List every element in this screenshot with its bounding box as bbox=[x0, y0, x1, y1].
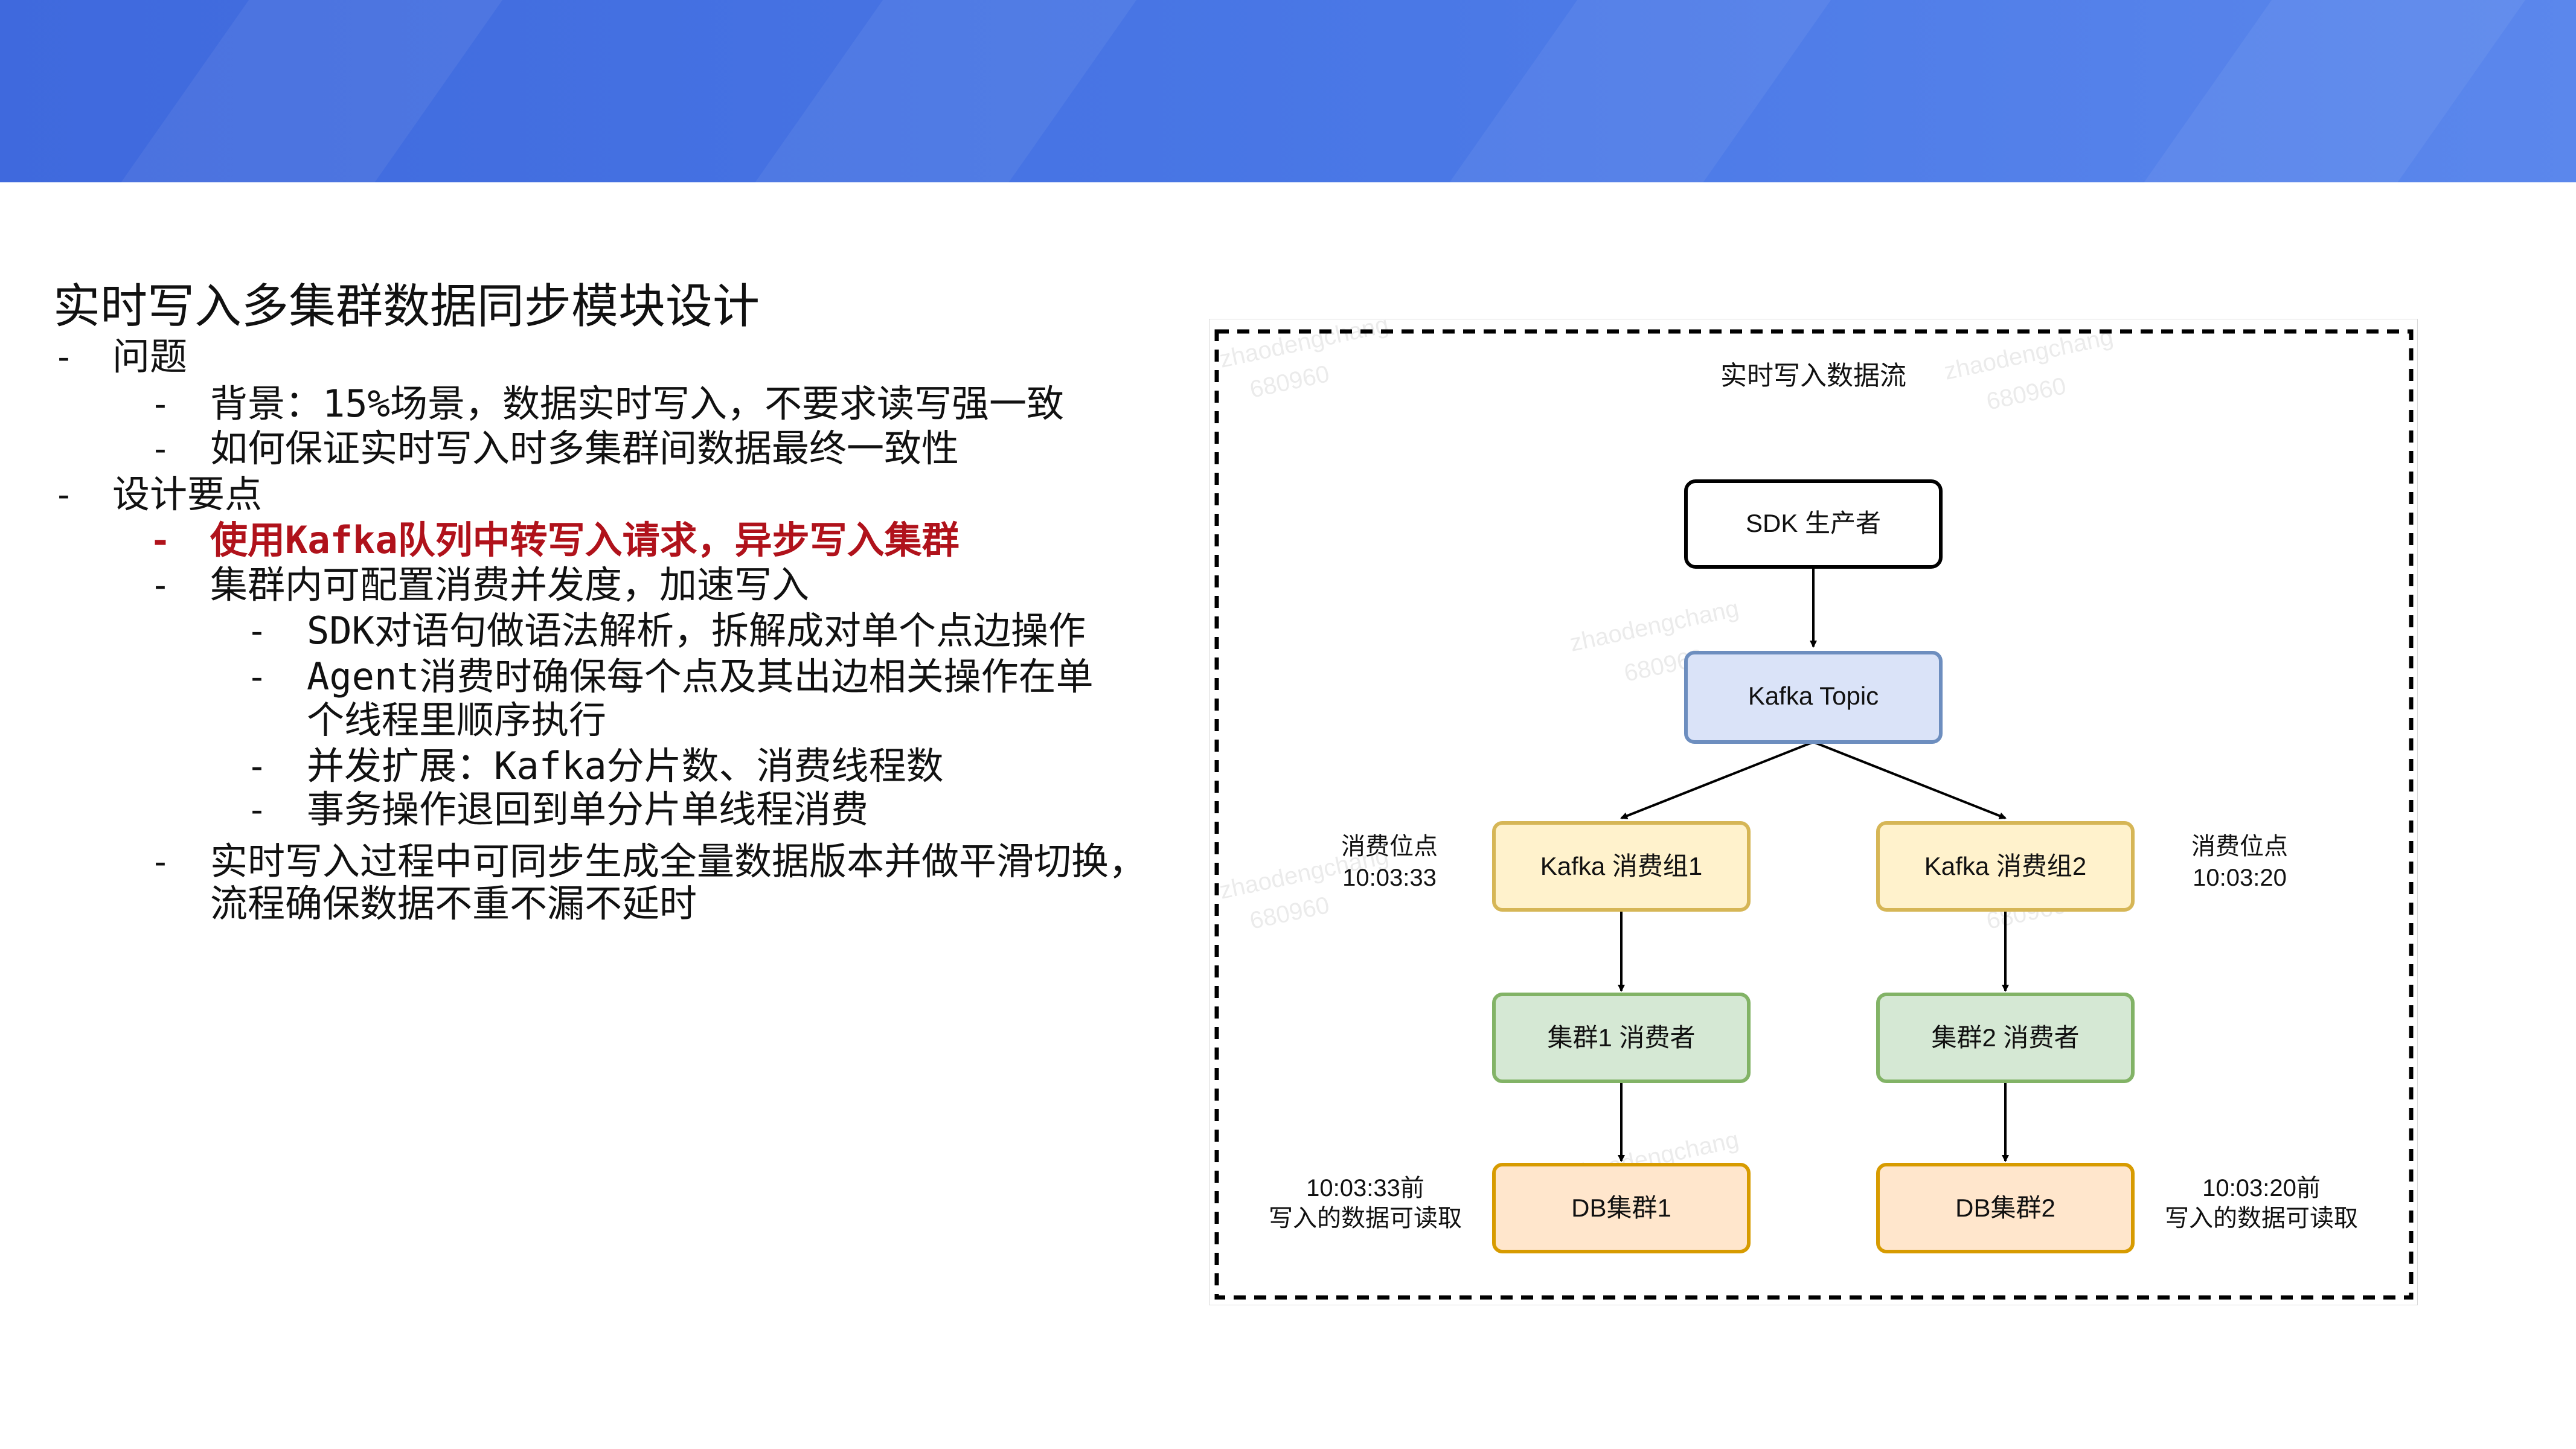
svg-text:DB集群1: DB集群1 bbox=[1571, 1194, 1671, 1222]
svg-text:680960: 680960 bbox=[1248, 360, 1332, 403]
svg-text:消费位点: 消费位点 bbox=[2191, 833, 2288, 860]
svg-text:Kafka Topic: Kafka Topic bbox=[1748, 682, 1879, 710]
subitem-agent-order: Agent消费时确保每个点及其出边相关操作在单 bbox=[307, 654, 1094, 699]
svg-text:Kafka 消费组1: Kafka 消费组1 bbox=[1540, 852, 1702, 880]
dashed-boundary bbox=[1214, 329, 2414, 1300]
svg-text:集群1 消费者: 集群1 消费者 bbox=[1547, 1023, 1695, 1052]
bullet-dash: - bbox=[150, 520, 171, 561]
svg-text:10:03:20: 10:03:20 bbox=[2193, 865, 2287, 891]
bullet-dash: - bbox=[150, 565, 171, 606]
diagram-title: 实时写入数据流 bbox=[1720, 361, 1906, 391]
design-item-switch: 实时写入过程中可同步生成全量数据版本并做平滑切换， bbox=[210, 839, 1147, 883]
node-cluster2-consumer: 集群2 消费者 bbox=[1876, 993, 2135, 1083]
design-heading: 设计要点 bbox=[112, 472, 263, 516]
bullet-dash: - bbox=[150, 428, 171, 469]
svg-text:消费位点: 消费位点 bbox=[1341, 833, 1438, 860]
svg-text:Kafka 消费组2: Kafka 消费组2 bbox=[1924, 852, 2086, 880]
svg-text:zhaodengchang: zhaodengchang bbox=[1568, 595, 1741, 657]
offset-annotation-left: 消费位点 10:03:33 bbox=[1341, 833, 1438, 891]
edge-topic-to-group2 bbox=[1813, 741, 2007, 819]
bullet-dash: - bbox=[246, 610, 268, 651]
node-consumer-group-2: Kafka 消费组2 bbox=[1876, 821, 2135, 912]
offset-annotation-right: 消费位点 10:03:20 bbox=[2191, 833, 2288, 891]
bullet-dash: - bbox=[53, 336, 74, 377]
header-banner bbox=[0, 0, 2576, 182]
bullet-dash: - bbox=[246, 746, 268, 787]
problem-item-consistency: 如何保证实时写入时多集群间数据最终一致性 bbox=[210, 426, 960, 470]
svg-text:10:03:33: 10:03:33 bbox=[1342, 865, 1437, 891]
design-item-kafka: 使用Kafka队列中转写入请求，异步写入集群 bbox=[210, 518, 960, 562]
svg-text:10:03:20前: 10:03:20前 bbox=[2202, 1175, 2321, 1201]
svg-text:SDK 生产者: SDK 生产者 bbox=[1746, 509, 1881, 537]
subitem-agent-order-continued: 个线程里顺序执行 bbox=[307, 698, 607, 742]
node-cluster1-consumer: 集群1 消费者 bbox=[1492, 993, 1751, 1083]
bullet-dash: - bbox=[150, 841, 171, 882]
page-title: 实时写入多集群数据同步模块设计 bbox=[53, 280, 760, 334]
watermark: zhaodengchang 680960 zhaodengchang 68096… bbox=[1217, 312, 2116, 1218]
bullet-dash: - bbox=[150, 383, 171, 424]
svg-text:680960: 680960 bbox=[1248, 892, 1332, 935]
bullet-dash: - bbox=[246, 789, 268, 830]
svg-text:集群2 消费者: 集群2 消费者 bbox=[1931, 1023, 2079, 1052]
node-db-cluster-2: DB集群2 bbox=[1876, 1163, 2135, 1253]
problem-item-background: 背景：15%场景，数据实时写入，不要求读写强一致 bbox=[210, 382, 1065, 426]
svg-text:DB集群2: DB集群2 bbox=[1955, 1194, 2055, 1222]
read-annotation-left: 10:03:33前 写入的数据可读取 bbox=[1269, 1175, 1462, 1232]
node-db-cluster-1: DB集群1 bbox=[1492, 1163, 1751, 1253]
flow-diagram: zhaodengchang 680960 zhaodengchang 68096… bbox=[1214, 312, 2414, 1300]
diagram-panel: zhaodengchang 680960 zhaodengchang 68096… bbox=[1209, 312, 2418, 1305]
subitem-scaling: 并发扩展：Kafka分片数、消费线程数 bbox=[307, 744, 944, 788]
bullet-dash: - bbox=[246, 656, 268, 697]
node-kafka-topic: Kafka Topic bbox=[1684, 651, 1943, 744]
design-item-switch-continued: 流程确保数据不重不漏不延时 bbox=[210, 881, 697, 926]
svg-text:写入的数据可读取: 写入的数据可读取 bbox=[1269, 1205, 1462, 1232]
svg-text:写入的数据可读取: 写入的数据可读取 bbox=[2165, 1205, 2358, 1232]
svg-text:10:03:33前: 10:03:33前 bbox=[1306, 1175, 1424, 1201]
node-sdk-producer: SDK 生产者 bbox=[1684, 479, 1943, 569]
svg-text:680960: 680960 bbox=[1984, 373, 2069, 415]
edge-topic-to-group1 bbox=[1620, 741, 1814, 819]
problem-heading: 问题 bbox=[112, 334, 188, 379]
design-item-concurrency: 集群内可配置消费并发度，加速写入 bbox=[210, 563, 810, 607]
subitem-transaction: 事务操作退回到单分片单线程消费 bbox=[307, 787, 869, 831]
subitem-sdk-parse: SDK对语句做语法解析，拆解成对单个点边操作 bbox=[307, 609, 1086, 653]
read-annotation-right: 10:03:20前 写入的数据可读取 bbox=[2165, 1175, 2358, 1232]
bullet-dash: - bbox=[53, 474, 74, 515]
node-consumer-group-1: Kafka 消费组1 bbox=[1492, 821, 1751, 912]
